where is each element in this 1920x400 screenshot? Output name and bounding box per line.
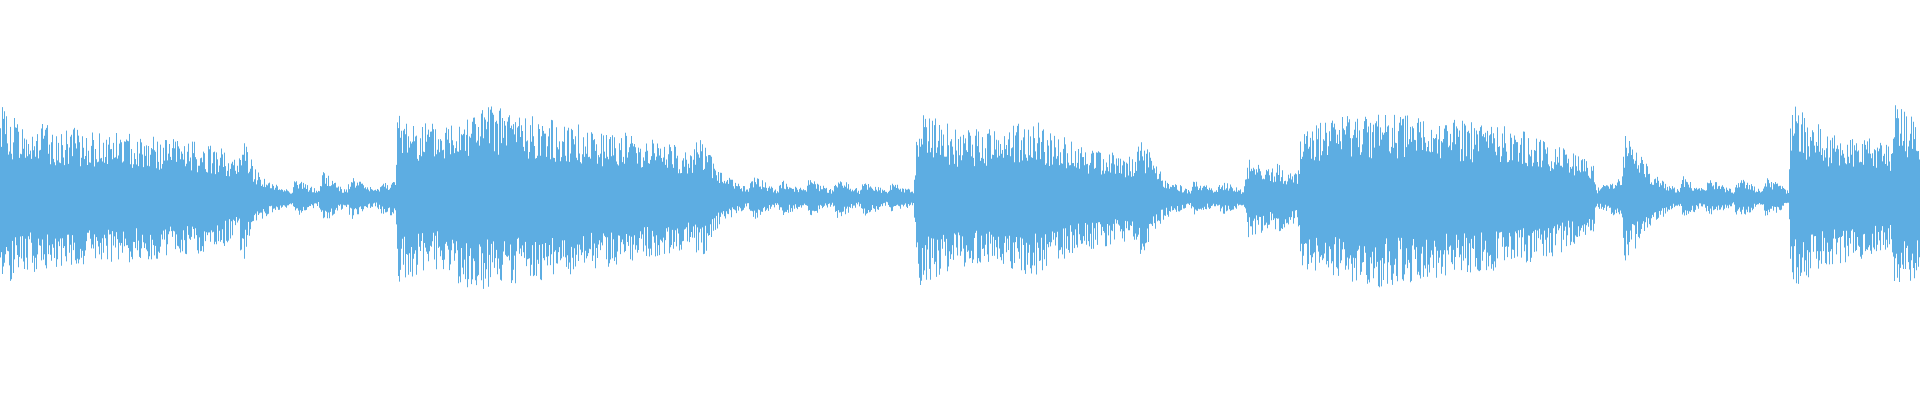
waveform-path bbox=[0, 105, 1920, 289]
waveform-bars bbox=[0, 105, 1920, 289]
